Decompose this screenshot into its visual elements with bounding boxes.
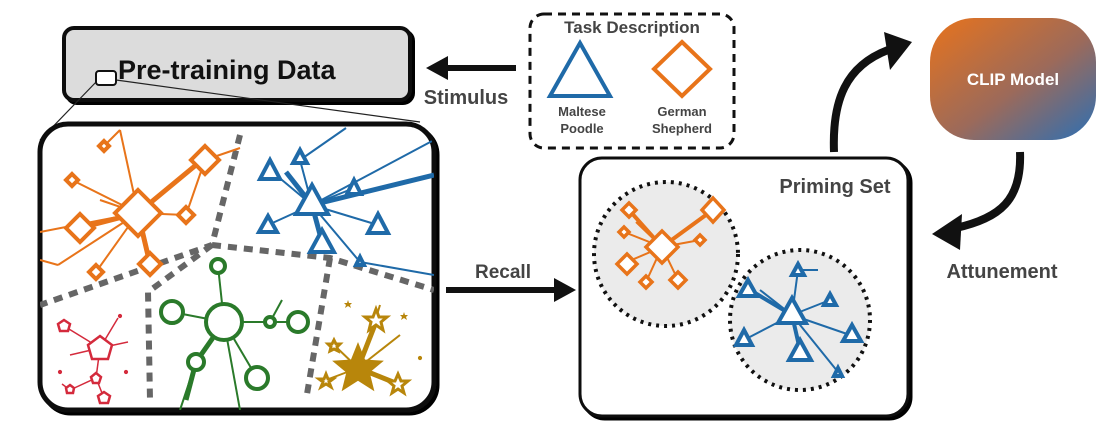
stimulus-label: Stimulus [424, 87, 508, 109]
cluster-dividers [40, 134, 434, 401]
clip-model: CLIP Model [930, 18, 1096, 140]
class-b-line-1: German [657, 104, 706, 119]
diamond-icon [63, 138, 222, 282]
circle-icon [159, 257, 310, 391]
star-cluster [314, 300, 423, 397]
task-description: Task Description Maltese Poodle German S… [528, 12, 736, 150]
pretraining-title: Pre-training Data [118, 55, 337, 85]
recall-arrow: Recall [446, 262, 576, 302]
triangle-icon [546, 38, 614, 98]
diamond-cluster [40, 129, 241, 282]
priming-triangle-cluster [728, 248, 872, 392]
attunement-arrow: Attunement [932, 151, 1058, 283]
star-icon [314, 304, 413, 397]
class-b-line-2: Shepherd [652, 121, 712, 136]
priming-title: Priming Set [779, 176, 890, 198]
arrow-to-clip [829, 32, 912, 153]
clip-label: CLIP Model [967, 70, 1059, 89]
triangle-icon [255, 145, 392, 267]
diamond-icon [651, 39, 713, 99]
pentagon-icon [56, 318, 114, 405]
priming-set: Priming Set [578, 156, 910, 418]
priming-diamond-cluster [592, 180, 740, 328]
recall-label: Recall [475, 262, 531, 283]
pretraining-header: Pre-training Data [62, 26, 412, 102]
task-title: Task Description [564, 18, 700, 37]
diamond-icon [614, 195, 727, 291]
pentagon-cluster [56, 313, 129, 405]
attunement-label: Attunement [946, 261, 1057, 283]
class-a-line-1: Maltese [558, 104, 606, 119]
class-a-line-2: Poodle [560, 121, 603, 136]
zoom-marker [95, 70, 117, 86]
triangle-icon [732, 259, 865, 378]
stimulus-arrow: Stimulus [424, 56, 516, 109]
circle-cluster [159, 257, 310, 410]
triangle-cluster [255, 127, 434, 276]
pretraining-clusters [37, 121, 437, 413]
